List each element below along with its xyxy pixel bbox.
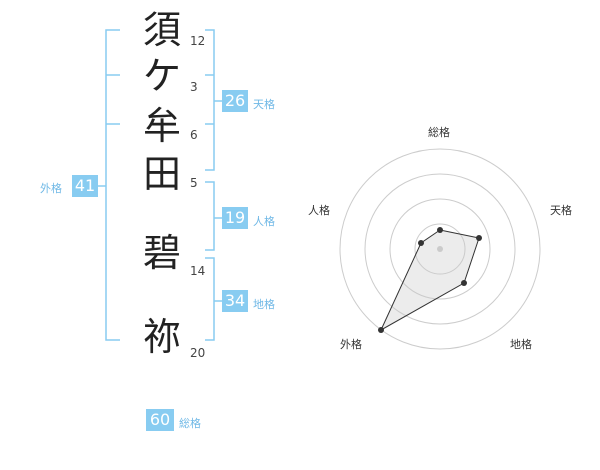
radar-label-jinkaku: 人格 xyxy=(308,204,330,217)
stroke-count-2: 3 xyxy=(190,80,198,94)
radar-center xyxy=(437,246,443,252)
name-char-5: 碧 xyxy=(142,231,181,275)
radar-point-gaikaku xyxy=(378,327,384,333)
radar-label-tenkaku: 天格 xyxy=(550,204,572,217)
radar-ring xyxy=(414,223,466,275)
radar-point-tenkaku xyxy=(476,235,482,241)
chikaku-label: 地格 xyxy=(253,298,275,311)
gaikaku-badge: 41 xyxy=(72,175,98,197)
stroke-count-5: 14 xyxy=(190,264,206,278)
jinkaku-bracket xyxy=(205,181,215,251)
stroke-count-1: 12 xyxy=(190,34,206,48)
name-char-4: 田 xyxy=(142,152,181,196)
radar-ring xyxy=(364,173,516,325)
gaikaku-bracket xyxy=(105,29,120,341)
name-char-1: 須 xyxy=(142,8,181,52)
jinkaku-label: 人格 xyxy=(253,215,275,228)
name-char-2: ケ xyxy=(142,54,181,98)
stroke-count-3: 6 xyxy=(190,128,198,142)
radar-label-chikaku: 地格 xyxy=(510,338,532,351)
tenkaku-label: 天格 xyxy=(253,98,275,111)
tenkaku-badge: 26 xyxy=(222,90,248,112)
radar-point-chikaku xyxy=(461,280,467,286)
radar-ring xyxy=(389,198,491,300)
radar-point-soukaku xyxy=(437,227,443,233)
name-char-6: 祢 xyxy=(142,315,181,359)
stroke-count-6: 20 xyxy=(190,346,206,360)
stroke-count-4: 5 xyxy=(190,176,198,190)
chikaku-badge: 34 xyxy=(222,290,248,312)
radar-ring xyxy=(339,148,541,350)
radar-polygon xyxy=(379,229,480,332)
soukaku-badge: 60 xyxy=(146,409,174,431)
jinkaku-badge: 19 xyxy=(222,207,248,229)
radar-point-jinkaku xyxy=(418,240,424,246)
gaikaku-label: 外格 xyxy=(40,182,62,195)
soukaku-label: 総格 xyxy=(179,417,201,430)
radar-label-soukaku: 総格 xyxy=(428,126,450,139)
radar-label-gaikaku: 外格 xyxy=(340,338,362,351)
name-char-3: 牟 xyxy=(142,104,181,148)
chikaku-bracket xyxy=(205,257,215,341)
tenkaku-bracket xyxy=(205,29,215,171)
